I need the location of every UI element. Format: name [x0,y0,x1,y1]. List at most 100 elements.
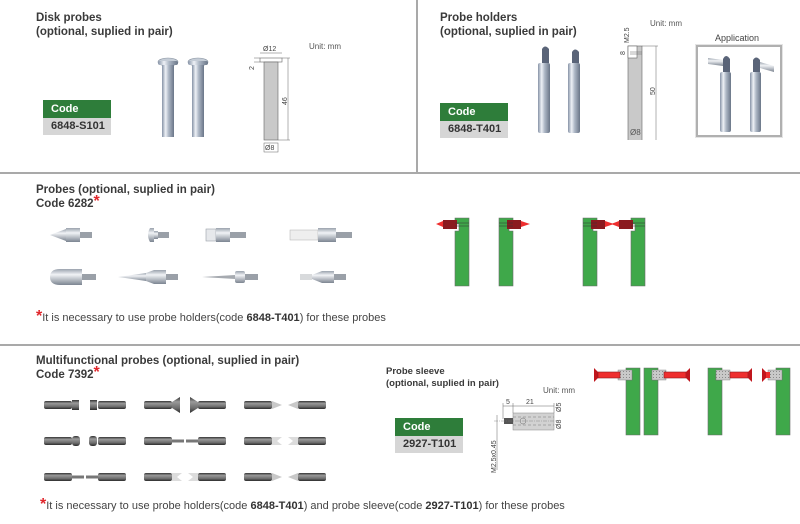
note-text-end: ) for these probes [299,312,386,324]
holder-diagram-3 [582,217,614,287]
application-label: Application [715,33,760,43]
holder-diagram-1 [436,217,470,287]
dim-inner-diameter: Ø5 [556,403,563,412]
multifunctional-title: Multifunctional probes (optional, suplie… [36,354,299,382]
disk-probe-2 [187,57,209,137]
dim-shaft-diameter: Ø8 [265,145,274,152]
probes-code: Code 6282 [36,198,94,210]
disk-probes-subtitle: (optional, suplied in pair) [36,26,173,38]
probe-holder-1 [538,46,550,133]
probe-sleeve-drawing: 5 21 M2.5x0.45 Ø5 Ø8 [491,399,563,473]
multifunctional-probes-image [44,397,326,481]
note-text-mid: ) and probe sleeve(code [303,500,426,512]
probes-note: *It is necessary to use probe holders(co… [36,309,386,325]
asterisk-icon: * [93,193,100,210]
dim-slot-height: 8 [620,51,627,55]
holder-with-probe-2 [750,57,774,132]
multifunctional-probe-pair-pin [44,473,126,481]
disk-probes-code-box: Code 6848-S101 [43,100,111,135]
disk-probes-title: Disk probes (optional, suplied in pair) [36,11,173,39]
section-divider-bottom [0,344,800,346]
probe-flat-disk [148,228,169,242]
code-value: 6848-S101 [43,118,111,135]
asterisk-icon: * [40,496,47,513]
disk-probe-drawing: Ø12 2 46 Ø8 [249,46,290,153]
multifunctional-probe-pair-cone [244,473,326,481]
multifunctional-probe-pair-round [44,436,126,446]
probe-holder-drawing: M2.5 8 50 [620,27,658,140]
sleeve-diagram-3 [707,367,752,436]
probe-conical [50,228,92,242]
dim-thread: M2.5 [624,27,631,43]
note-code-sleeve: 2927-T101 [425,500,479,512]
probes-title: Probes (optional, suplied in pair) Code … [36,183,215,211]
probe-holder-2 [568,49,580,133]
disk-probe-1 [157,57,179,137]
holder-diagram-4 [611,217,646,287]
probe-holders-image [538,46,580,133]
probes-image [50,228,352,285]
probe-sleeve-subtitle: (optional, suplied in pair) [386,378,499,389]
dim-outer-diameter: Ø8 [556,420,563,429]
dim-head-diameter: Ø12 [263,46,276,53]
note-text: It is necessary to use probe holders(cod… [46,500,251,512]
probe-sleeve-unit: Unit: mm [543,386,575,395]
note-text: It is necessary to use probe holders(cod… [42,312,247,324]
multifunctional-code: Code 7392 [36,369,94,381]
disk-probes-image [157,57,209,137]
dim-length: 50 [650,87,657,95]
note-code: 6848-T401 [246,312,300,324]
code-value: 6848-T401 [440,121,508,138]
multifunctional-probe-pair-disk [144,397,226,413]
dim-head-height: 2 [249,66,256,70]
asterisk-icon: * [36,308,43,325]
code-label: Code [43,100,111,118]
code-label: Code [395,418,463,436]
note-text-end: ) for these probes [478,500,565,512]
probe-blade [289,228,352,242]
multifunctional-probe-pair-flat [44,400,126,410]
code-value: 2927-T101 [395,436,463,453]
holder-with-probe-1 [708,56,731,132]
application-image [708,56,774,132]
multifunctional-probe-pair-vnotch [244,437,326,445]
application-image-box [696,45,782,137]
sleeve-diagram-2 [643,367,690,436]
probes-usage-diagram [436,217,646,287]
probe-sleeve-title: Probe sleeve (optional, suplied in pair) [386,366,499,390]
probe-holders-subtitle: (optional, suplied in pair) [440,26,577,38]
sleeve-diagram-4 [762,367,791,436]
asterisk-icon: * [93,364,100,381]
holder-diagram-2 [498,217,530,287]
code-label: Code [440,103,508,121]
note-code-holder: 6848-T401 [250,500,304,512]
probe-holders-unit: Unit: mm [650,19,682,28]
multifunctional-note: *It is necessary to use probe holders(co… [40,497,565,513]
multifunctional-probe-pair-vnotch [144,473,226,481]
multifunctional-probe-pair-cone [244,401,326,409]
sleeve-diagram-1 [594,367,641,436]
probe-sleeve-code-box: Code 2927-T101 [395,418,463,453]
probe-holders-heading: Probe holders [440,12,518,24]
dim-thread-length: 5 [506,399,510,406]
dim-length: 21 [526,399,534,406]
probe-needle [202,271,258,283]
section-divider-top [0,172,800,174]
probe-holders-code-box: Code 6848-T401 [440,103,508,138]
probe-flat-tip [300,271,346,283]
section-divider-vertical [416,0,418,173]
probe-ball [50,269,96,285]
sleeve-usage-diagram [594,367,791,436]
probes-heading: Probes (optional, suplied in pair) [36,184,215,196]
dim-thread: M2.5x0.45 [491,440,498,473]
probe-long-point [118,270,178,284]
probe-sleeve-heading: Probe sleeve [386,366,445,377]
probe-cylindrical [205,228,246,242]
dim-length: 46 [282,97,289,105]
multifunctional-probe-pair-pin [144,437,226,445]
disk-probes-heading: Disk probes [36,12,102,24]
probe-holders-title: Probe holders (optional, suplied in pair… [440,11,577,39]
dim-diameter: Ø8 [630,128,641,137]
disk-probes-unit: Unit: mm [309,42,341,51]
multifunctional-heading: Multifunctional probes (optional, suplie… [36,355,300,367]
